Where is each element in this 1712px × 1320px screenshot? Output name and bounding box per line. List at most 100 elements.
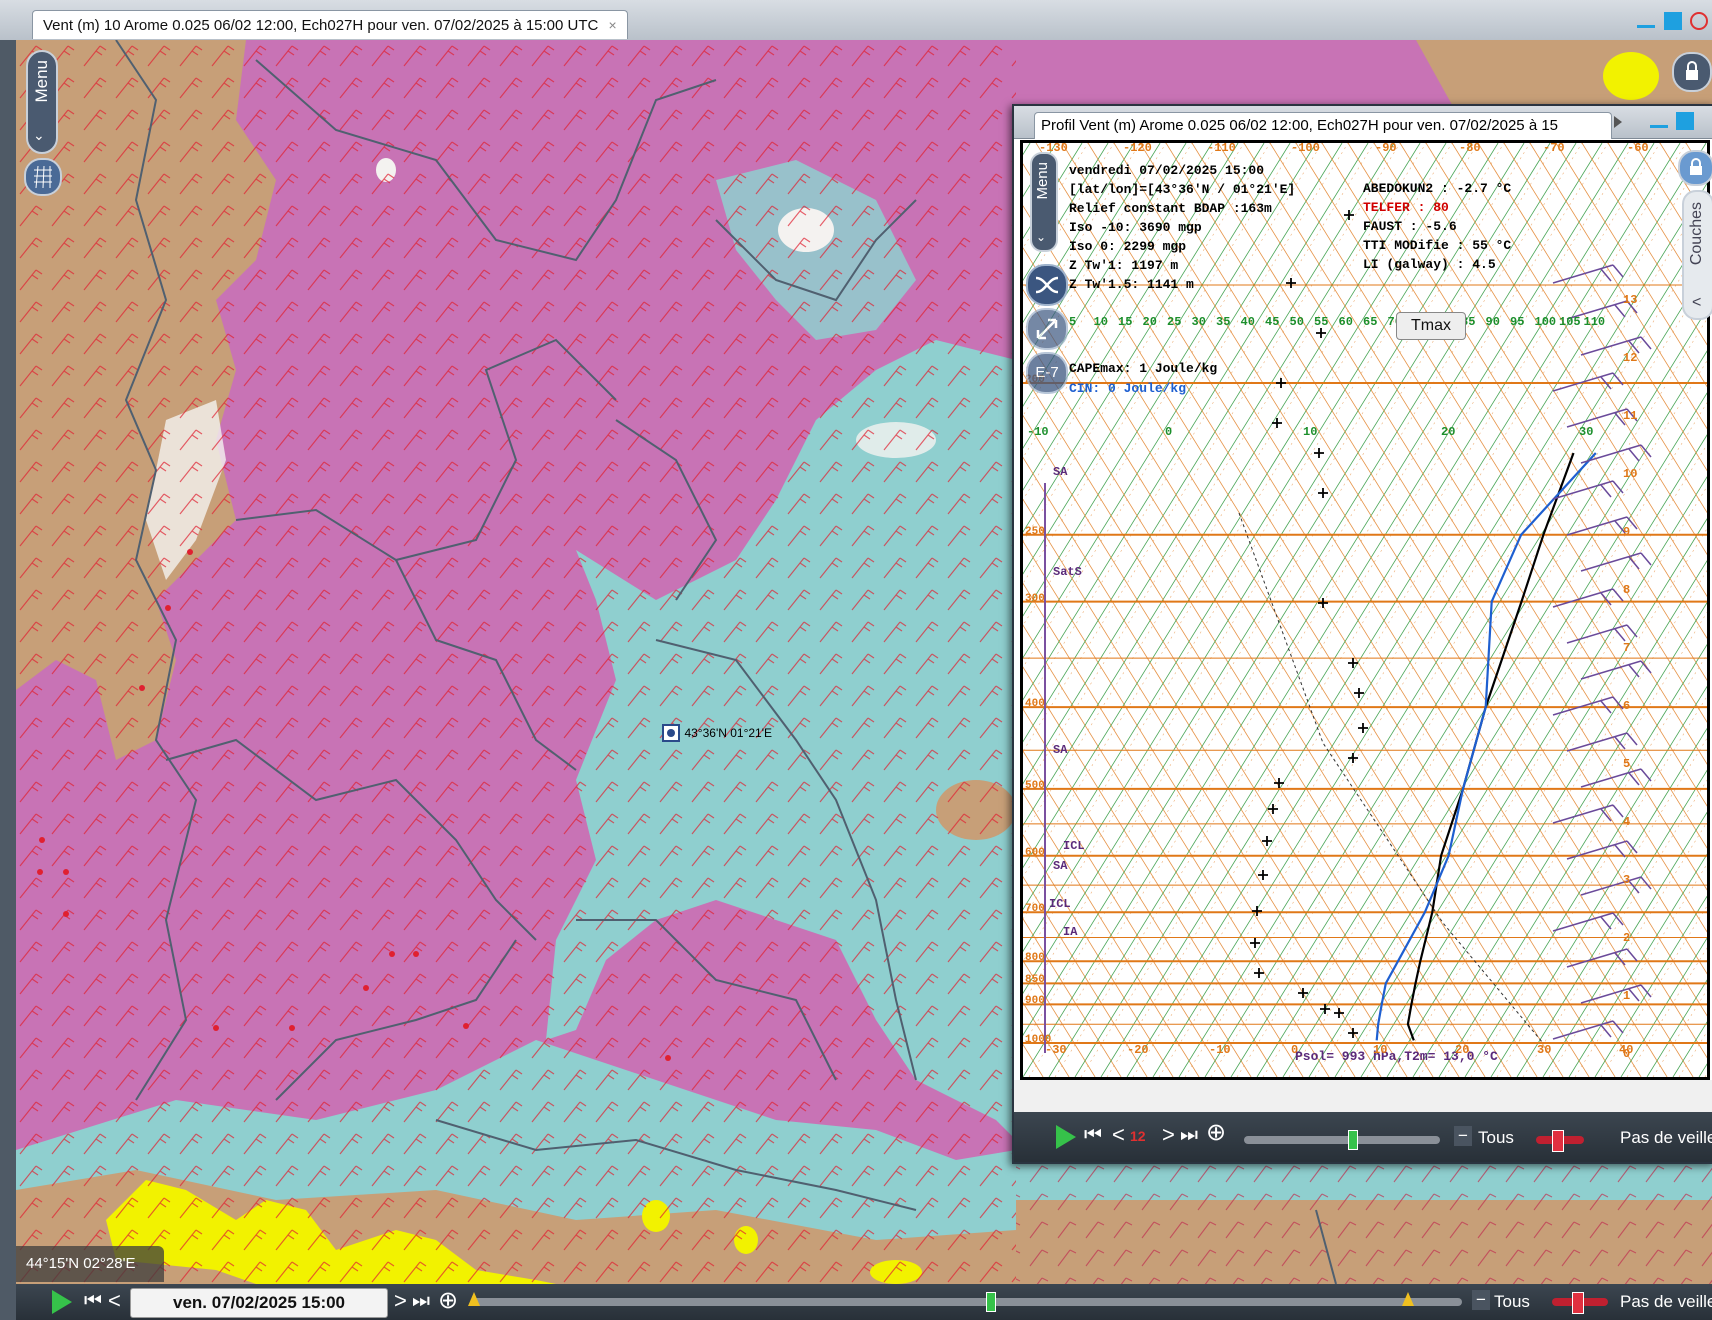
chevron-down-icon: ⌄ xyxy=(1036,230,1047,244)
first-frame-icon[interactable]: ⏮ xyxy=(1084,1124,1102,1146)
wind-barb xyxy=(1580,444,1652,464)
speed-tick: 95 xyxy=(1510,315,1525,329)
plus-marker xyxy=(1254,968,1264,978)
maximize-icon[interactable] xyxy=(1663,12,1682,30)
adiabat-line xyxy=(1217,143,1707,933)
speed-tick: 45 xyxy=(1265,315,1280,329)
date-field[interactable]: ven. 07/02/2025 15:00 xyxy=(130,1288,388,1318)
moist-adiabat-line xyxy=(1262,360,1707,1077)
wind-barb xyxy=(1580,768,1652,788)
right-alt-label: 5 xyxy=(1623,757,1631,771)
wind-barb xyxy=(1552,588,1624,608)
next-icon[interactable]: > xyxy=(394,1288,407,1313)
sounding-svg xyxy=(1023,143,1707,1077)
wind-barb xyxy=(1566,624,1638,644)
sounding-chart[interactable]: vendredi 07/02/2025 15:00[lat/lon]=[43°3… xyxy=(1020,140,1710,1080)
cin-text: CIN: 0 Joule/kg xyxy=(1069,381,1187,396)
minus-button[interactable]: − xyxy=(1472,1290,1490,1310)
speed-handle[interactable] xyxy=(1572,1292,1584,1314)
pressure-label: 1000 xyxy=(1025,1034,1052,1046)
first-frame-icon[interactable]: ⏮ xyxy=(84,1290,102,1312)
plus-marker xyxy=(1348,658,1358,668)
minimize-icon[interactable] xyxy=(1637,15,1656,28)
psol-text: Psol= 993 hPa,T2m= 13,0 °C xyxy=(1295,1049,1498,1064)
chevron-down-icon: ⌄ xyxy=(33,127,45,143)
minus-button[interactable]: − xyxy=(1454,1126,1472,1146)
map-menu-label: Menu xyxy=(32,60,51,103)
frame-counter: 12 xyxy=(1130,1128,1146,1144)
map-borders xyxy=(115,40,1337,1284)
isotherm-line xyxy=(1516,769,1707,1077)
slider-handle[interactable] xyxy=(986,1292,996,1312)
adiabat-line xyxy=(1399,143,1707,639)
map-menu-button[interactable]: Menu ⌄ xyxy=(26,50,58,154)
profile-time-slider[interactable] xyxy=(1244,1130,1440,1150)
bottom-tick: 20 xyxy=(1455,1043,1470,1057)
profile-tab-bar: Profil Vent (m) Arome 0.025 06/02 12:00,… xyxy=(1014,106,1712,139)
next-icon[interactable]: > xyxy=(1162,1122,1175,1147)
bottom-tick: 10 xyxy=(1373,1043,1388,1057)
map-precip-ne xyxy=(1603,52,1659,100)
main-timebar: ⏮ < ven. 07/02/2025 15:00 > ⏭ ⊕ − Tous P… xyxy=(16,1284,1712,1320)
speed-slider[interactable] xyxy=(1536,1130,1584,1152)
tab-overflow-icon[interactable] xyxy=(1614,116,1622,128)
isotherm-line xyxy=(1023,143,1473,869)
couches-label: Couches xyxy=(1688,202,1705,266)
time-slider[interactable] xyxy=(468,1292,1462,1312)
moist-adiabat-line xyxy=(1132,150,1707,1077)
top-tick: -100 xyxy=(1291,141,1320,155)
right-alt-label: 0 xyxy=(1623,1047,1631,1061)
expand-icon[interactable] xyxy=(1026,308,1068,350)
profile-menu-button[interactable]: Menu ⌄ xyxy=(1030,152,1058,252)
lock-icon[interactable] xyxy=(1678,150,1712,186)
profile-timebar: ⏮ < 12 > ⏭ ⊕ − Tous Pas de veille xyxy=(1014,1112,1712,1162)
plus-marker xyxy=(1354,688,1364,698)
tous-label[interactable]: Tous xyxy=(1494,1292,1530,1311)
top-tick: -90 xyxy=(1375,141,1397,155)
last-frame-icon[interactable]: ⏭ xyxy=(412,1290,430,1312)
plus-marker xyxy=(1274,778,1284,788)
speed-handle[interactable] xyxy=(1552,1130,1564,1152)
prev-icon[interactable]: < xyxy=(1112,1122,1125,1147)
wind-barb xyxy=(1580,984,1652,1004)
tous-label[interactable]: Tous xyxy=(1478,1128,1514,1147)
veille-label[interactable]: Pas de veille xyxy=(1620,1292,1712,1311)
play-icon[interactable] xyxy=(1056,1125,1076,1149)
right-alt-label: 10 xyxy=(1623,467,1638,481)
isotherm-line xyxy=(1048,143,1629,1077)
main-tab[interactable]: Vent (m) 10 Arome 0.025 06/02 12:00, Ech… xyxy=(32,10,628,39)
top-tick: -60 xyxy=(1627,141,1649,155)
slider-handle[interactable] xyxy=(1348,1130,1358,1150)
couches-button[interactable]: Couches < xyxy=(1682,190,1712,320)
minimize-icon[interactable] xyxy=(1650,115,1668,128)
adiabat-line xyxy=(1165,143,1707,1017)
close-window-icon[interactable] xyxy=(1690,12,1708,30)
shuffle-icon[interactable] xyxy=(1026,264,1068,306)
isotherm-line xyxy=(1023,143,1317,617)
speed-tick: 110 xyxy=(1583,315,1606,329)
veille-label[interactable]: Pas de veille xyxy=(1620,1128,1712,1147)
tmax-button[interactable]: Tmax xyxy=(1396,312,1466,340)
level-label: SA xyxy=(1053,743,1068,757)
profile-tab[interactable]: Profil Vent (m) Arome 0.025 06/02 12:00,… xyxy=(1034,112,1612,139)
plus-marker xyxy=(1318,488,1328,498)
zoom-icon[interactable]: ⊕ xyxy=(438,1287,459,1314)
isotherm-line xyxy=(1464,685,1707,1077)
lock-icon[interactable] xyxy=(1672,52,1712,92)
zoom-icon[interactable]: ⊕ xyxy=(1206,1119,1227,1146)
info-line-left: Iso 0: 2299 mgp xyxy=(1069,239,1187,254)
e7-button[interactable]: E-7 xyxy=(1026,352,1068,394)
isotherm-line xyxy=(1126,143,1707,1077)
grid-layer-icon[interactable] xyxy=(24,158,62,196)
prev-icon[interactable]: < xyxy=(108,1288,121,1313)
speed-slider[interactable] xyxy=(1552,1292,1608,1314)
last-frame-icon[interactable]: ⏭ xyxy=(1180,1124,1198,1146)
profile-window[interactable]: Profil Vent (m) Arome 0.025 06/02 12:00,… xyxy=(1012,104,1712,1164)
close-icon[interactable]: × xyxy=(608,17,617,33)
play-icon[interactable] xyxy=(52,1290,72,1314)
location-pin[interactable]: 43°36'N 01°21'E xyxy=(662,724,772,742)
maximize-icon[interactable] xyxy=(1676,112,1695,130)
bottom-tick: -30 xyxy=(1045,1043,1067,1057)
adiabat-line xyxy=(1023,372,1460,1077)
isotherm-line xyxy=(1542,811,1707,1077)
